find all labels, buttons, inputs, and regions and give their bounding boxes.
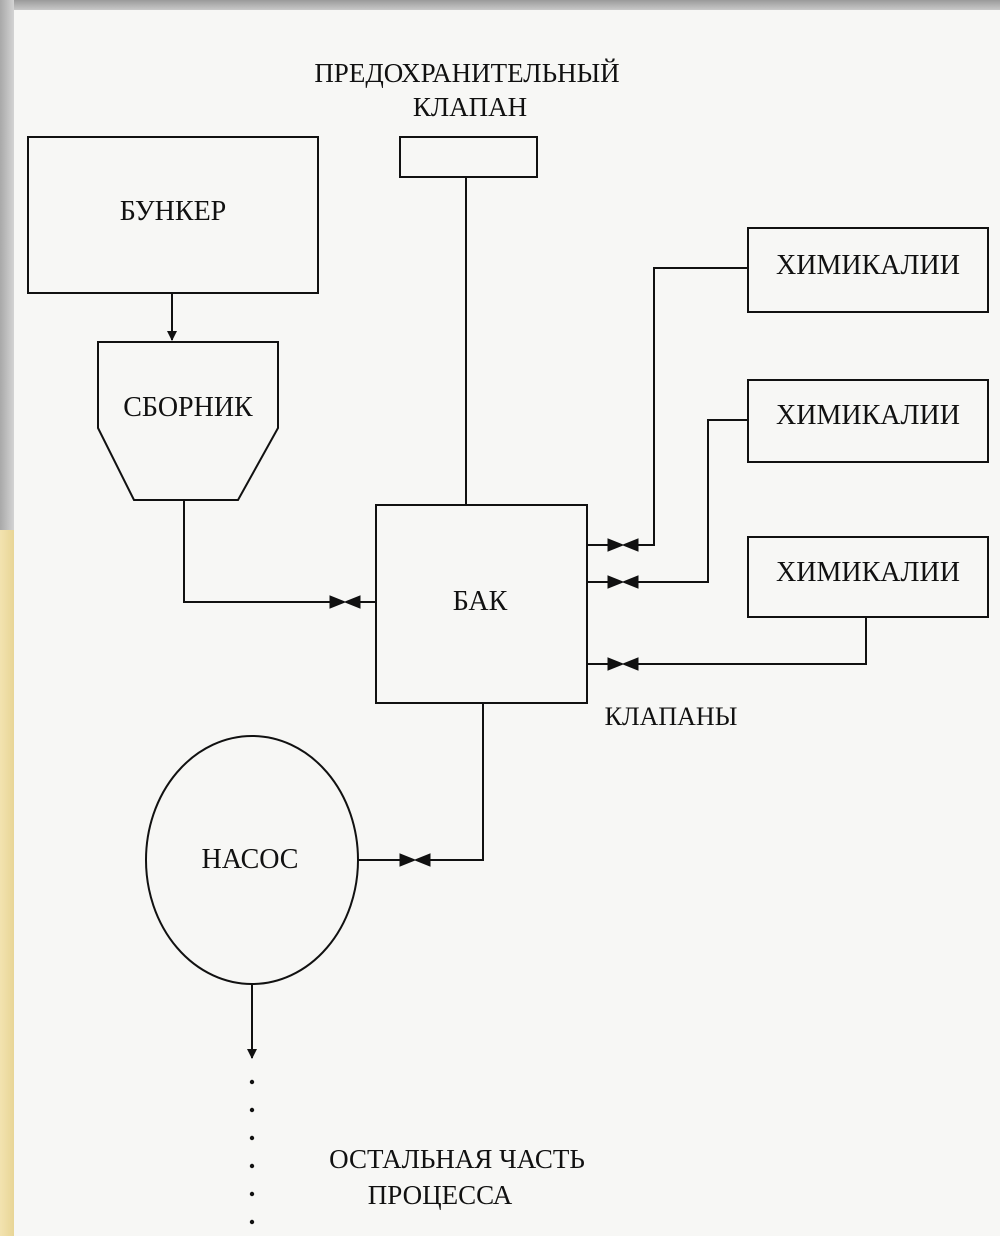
chemicals-3-label: ХИМИКАЛИИ xyxy=(776,557,960,588)
collector-hopper xyxy=(97,341,279,501)
chemicals-2-label: ХИМИКАЛИИ xyxy=(776,400,960,431)
safety-valve-box xyxy=(399,136,538,178)
bunker-label: БУНКЕР xyxy=(119,196,227,227)
continuation-dot xyxy=(249,1135,255,1141)
continuation-dot xyxy=(249,1079,255,1085)
valve-icon-pump xyxy=(399,853,431,867)
pump-label: НАСОС xyxy=(201,844,299,875)
continuation-dot xyxy=(249,1107,255,1113)
collector-to-tank-pipe xyxy=(183,500,330,603)
slide-frame-left-gray xyxy=(0,0,14,530)
safety-valve-label-line1: ПРЕДОХРАНИТЕЛЬНЫЙ xyxy=(314,58,620,88)
rest-of-process-label-line2: ПРОЦЕССА xyxy=(367,1180,513,1210)
chemicals-1-pipe xyxy=(638,267,748,546)
tank-to-pump-pipe xyxy=(430,703,484,861)
continuation-dot xyxy=(249,1219,255,1225)
valves-label: КЛАПАНЫ xyxy=(604,702,738,731)
chemicals-3-box xyxy=(747,536,989,618)
valve-icon-collector xyxy=(329,595,361,609)
slide-frame-left-gold xyxy=(0,530,14,1236)
chemicals-2-pipe xyxy=(638,419,748,583)
chemicals-1-box xyxy=(747,227,989,313)
valve-icon-chemicals-3 xyxy=(607,657,639,671)
scanned-page xyxy=(14,10,1000,1236)
chemicals-3-pipe xyxy=(638,617,867,665)
continuation-dot xyxy=(249,1191,255,1197)
tank-label: БАК xyxy=(452,586,508,617)
continuation-dot xyxy=(249,1163,255,1169)
rest-of-process-label-line1: ОСТАЛЬНАЯ ЧАСТЬ xyxy=(329,1144,585,1174)
tank-box xyxy=(375,504,588,704)
valve-icon-chemicals-2 xyxy=(607,575,639,589)
safety-valve-label-line2: КЛАПАН xyxy=(412,92,528,122)
chemicals-1-label: ХИМИКАЛИИ xyxy=(776,250,960,281)
slide-frame-top xyxy=(0,0,1000,10)
collector-label: СБОРНИК xyxy=(123,392,253,423)
valve-icon-chemicals-1 xyxy=(607,538,639,552)
